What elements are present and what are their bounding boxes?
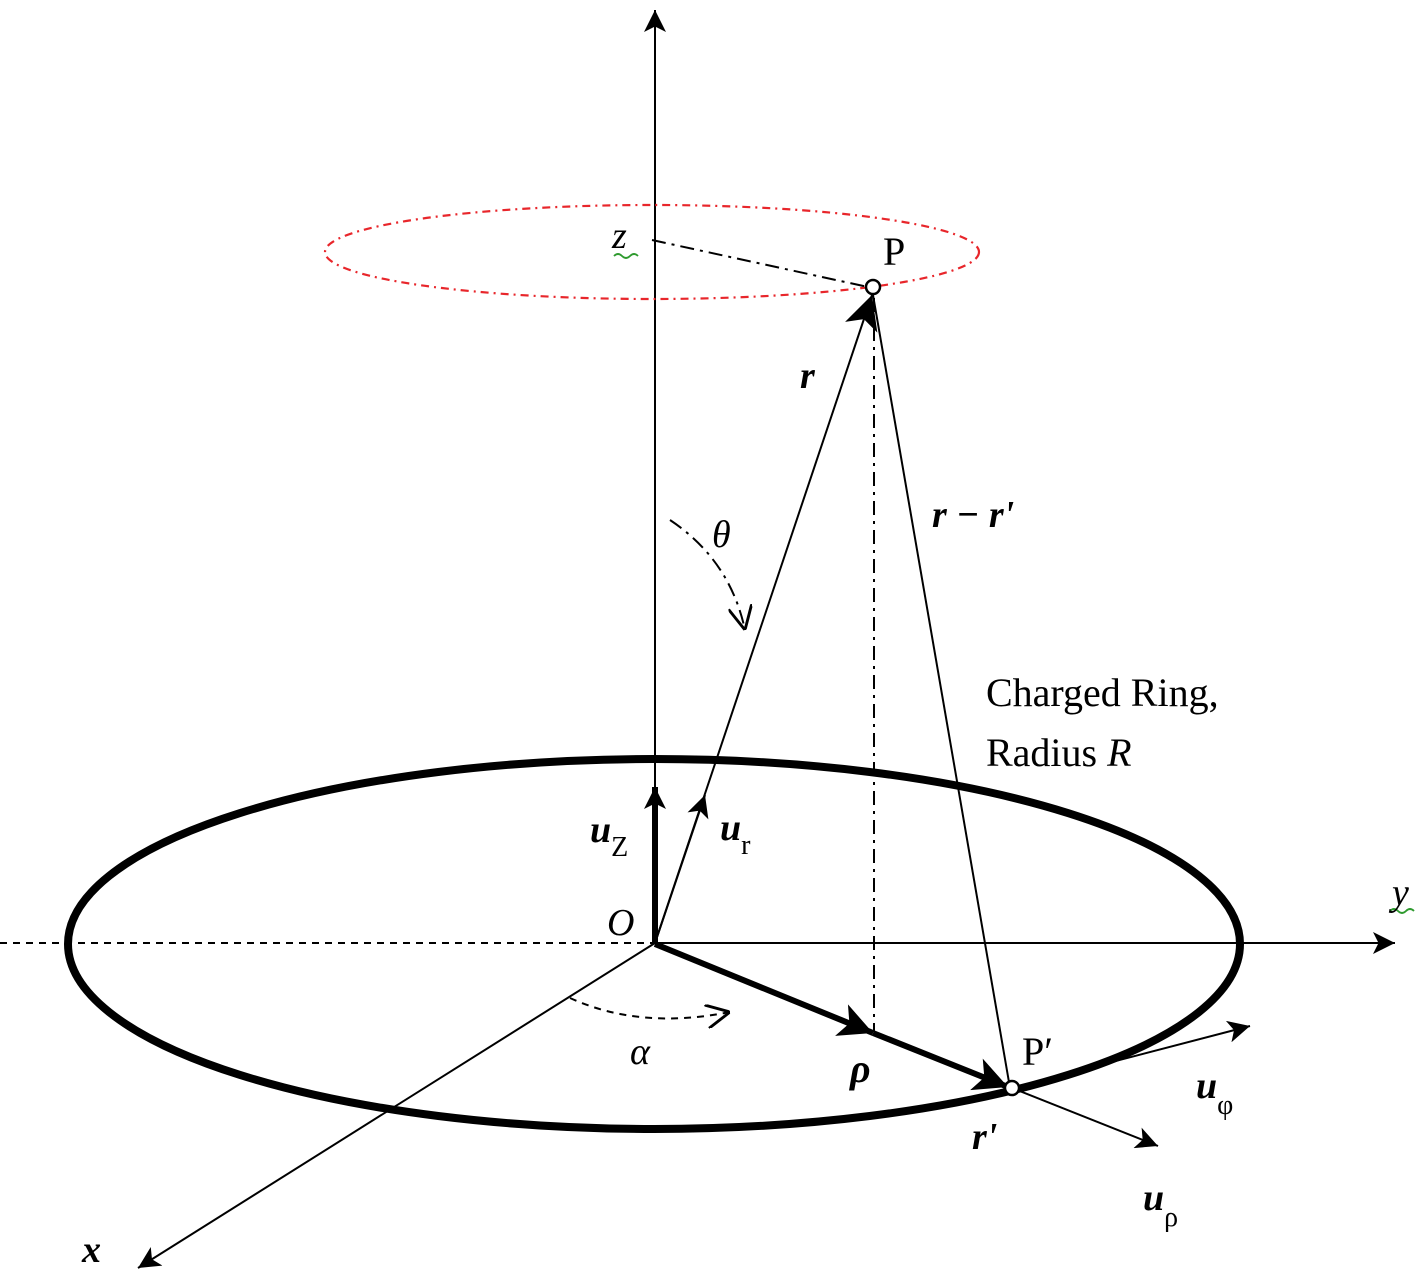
- charged-ring: [64, 755, 1244, 1133]
- unit-vector-ur: [654, 794, 709, 944]
- vector-rho-first: [653, 941, 875, 1036]
- z-to-p-line: [651, 239, 869, 288]
- label-origin: O: [607, 902, 634, 944]
- vector-rho: [871, 1030, 1010, 1091]
- theta-arc: [669, 519, 745, 630]
- label-alpha: α: [630, 1031, 651, 1073]
- orbit-ellipse: [323, 203, 981, 301]
- label-unit-uz: uZ: [590, 809, 628, 863]
- label-vector-r-minus-r-prime: r − r': [932, 494, 1014, 536]
- label-unit-uphi: uφ: [1196, 1065, 1233, 1121]
- label-unit-urho: uρ: [1143, 1177, 1178, 1233]
- unit-vector-uphi: [1011, 1020, 1251, 1089]
- point-p-marker: [864, 278, 882, 296]
- label-unit-ur: ur: [720, 807, 751, 861]
- z-squiggle: [613, 253, 639, 259]
- label-ring-line2: Radius R: [986, 730, 1132, 775]
- x-axis: [137, 942, 656, 1269]
- point-p-prime-marker: [1003, 1079, 1021, 1097]
- unit-vector-urho: [1011, 1087, 1159, 1149]
- label-vector-r: r: [800, 355, 816, 397]
- label-r-prime: r': [972, 1116, 997, 1158]
- label-point-p-prime: P′: [1022, 1029, 1053, 1074]
- label-x: x: [81, 1229, 101, 1271]
- label-theta: θ: [712, 514, 731, 556]
- label-y: y: [1388, 872, 1409, 914]
- vector-r-minus-r-prime: [872, 294, 1011, 1089]
- label-rho: ρ: [849, 1046, 871, 1091]
- label-point-p: P: [883, 229, 905, 274]
- y-squiggle: [1389, 908, 1415, 914]
- label-z: z: [611, 215, 627, 257]
- label-ring-line1: Charged Ring,: [986, 670, 1219, 715]
- alpha-arc: [569, 997, 730, 1018]
